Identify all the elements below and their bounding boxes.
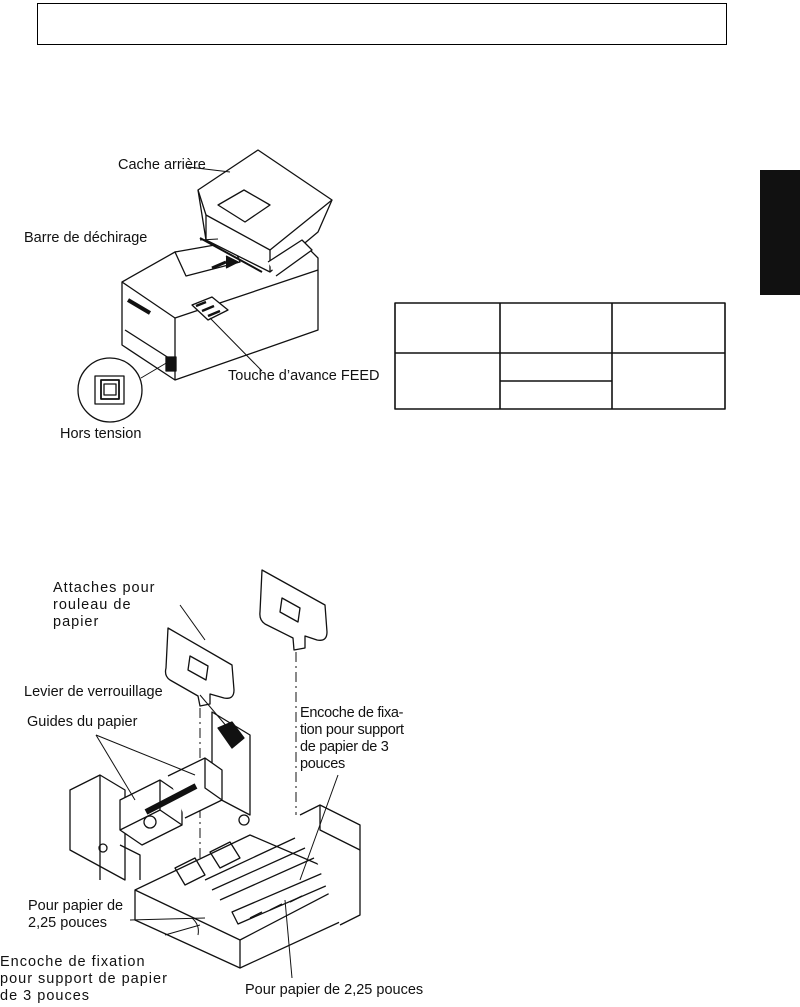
label-feed-button: Touche d’avance FEED xyxy=(228,368,380,384)
label-notch-left: Encoche de fixation pour support de papi… xyxy=(0,954,168,1004)
label-rear-cover: Cache arrière xyxy=(118,157,206,173)
label-paper-guides: Guides du papier xyxy=(27,714,138,730)
label-lock-lever: Levier de verrouillage xyxy=(24,684,163,700)
label-paper-225-bottom: Pour papier de 2,25 pouces xyxy=(245,982,424,998)
header-box xyxy=(37,3,727,45)
printer-illustration xyxy=(77,149,333,423)
label-notch-right: Encoche de fixa-tion pour support de pap… xyxy=(300,705,404,772)
label-tear-bar: Barre de déchirage xyxy=(24,230,148,246)
label-power-off: Hors tension xyxy=(60,426,142,442)
section-tab xyxy=(760,170,800,295)
label-paper-225-left: Pour papier de 2,25 pouces xyxy=(28,898,124,931)
empty-table xyxy=(394,302,726,410)
label-roll-holders: Attaches pour rouleau de papier xyxy=(53,580,156,630)
paper-holder-illustration xyxy=(69,569,361,979)
